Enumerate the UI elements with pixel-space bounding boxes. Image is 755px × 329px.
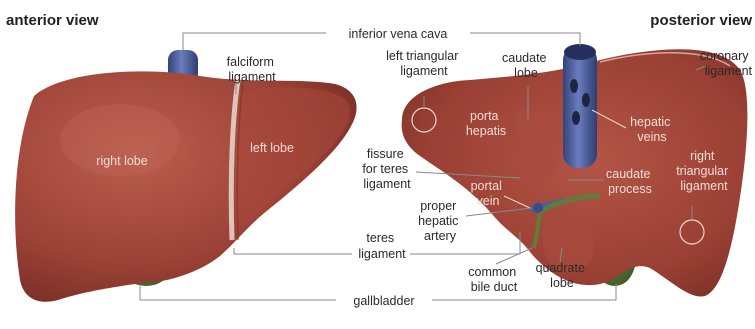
label-left-triangular-line-2: ligament xyxy=(400,64,448,78)
hepatic-vein-opening-1 xyxy=(570,79,578,93)
label-right-triangular-line-1: right xyxy=(690,149,715,163)
label-inferior-vena-cava: inferior vena cava xyxy=(349,27,448,41)
label-right-triangular-line-2: triangular xyxy=(676,164,728,178)
posterior-view-heading: posterior view xyxy=(650,12,752,29)
label-falciform-ligament: falciform ligament xyxy=(227,55,278,84)
label-proper-hepatic-artery: proper hepatic artery xyxy=(418,199,462,243)
label-common-bile-line-1: common xyxy=(468,265,516,279)
label-common-bile-duct: common bile duct xyxy=(468,265,519,294)
anterior-liver xyxy=(15,50,356,302)
label-caudate-process-line-1: caudate xyxy=(606,167,651,181)
posterior-vena-cava xyxy=(563,46,597,168)
label-teres-ligament: teres ligament xyxy=(358,231,406,261)
label-porta-hepatis-line-1: porta xyxy=(470,109,499,123)
label-right-lobe: right lobe xyxy=(96,154,147,168)
label-falciform-line-2: ligament xyxy=(228,70,276,84)
label-coronary-line-1: coronary xyxy=(700,49,749,63)
label-quadrate-line-1: quadrate xyxy=(536,261,585,275)
label-proper-hepatic-line-3: artery xyxy=(424,229,457,243)
label-coronary-line-2: ligament xyxy=(705,64,753,78)
anterior-view-heading: anterior view xyxy=(6,12,99,29)
label-left-triangular-ligament: left triangular ligament xyxy=(386,49,462,78)
label-right-triangular-line-3: ligament xyxy=(680,179,728,193)
anterior-left-lobe xyxy=(238,87,350,228)
label-caudate-lobe-line-2: lobe xyxy=(514,66,538,80)
label-common-bile-line-2: bile duct xyxy=(471,280,518,294)
label-proper-hepatic-line-1: proper xyxy=(420,199,456,213)
label-left-triangular-line-1: left triangular xyxy=(386,49,458,63)
label-hepatic-veins-line-2: veins xyxy=(637,130,666,144)
label-teres-line-1: teres xyxy=(366,231,394,245)
label-caudate-lobe-line-1: caudate xyxy=(502,51,547,65)
label-teres-line-2: ligament xyxy=(358,247,406,261)
label-coronary-ligament: coronary ligament xyxy=(700,49,753,78)
label-caudate-process: caudate process xyxy=(606,167,654,196)
label-falciform-line-1: falciform xyxy=(227,55,274,69)
label-fissure-line-1: fissure xyxy=(367,147,404,161)
label-fissure-line-2: for teres xyxy=(362,162,408,176)
proper-hepatic-artery-vessel xyxy=(533,203,543,213)
hepatic-vein-opening-2 xyxy=(582,93,590,107)
label-quadrate-line-2: lobe xyxy=(550,276,574,290)
label-caudate-process-line-2: process xyxy=(608,182,652,196)
label-fissure-line-3: ligament xyxy=(363,177,411,191)
label-porta-hepatis: porta hepatis xyxy=(466,109,506,138)
label-fissure-for-teres-ligament: fissure for teres ligament xyxy=(362,147,411,191)
label-portal-vein-line-1: portal xyxy=(471,179,502,193)
hepatic-vein-opening-3 xyxy=(572,111,580,125)
posterior-vena-cava-top xyxy=(564,44,596,60)
label-proper-hepatic-line-2: hepatic xyxy=(418,214,458,228)
label-portal-vein-line-2: vein xyxy=(477,194,500,208)
label-hepatic-veins-line-1: hepatic xyxy=(630,115,670,129)
label-gallbladder: gallbladder xyxy=(353,294,414,308)
label-porta-hepatis-line-2: hepatis xyxy=(466,124,506,138)
label-left-lobe: left lobe xyxy=(250,141,294,155)
